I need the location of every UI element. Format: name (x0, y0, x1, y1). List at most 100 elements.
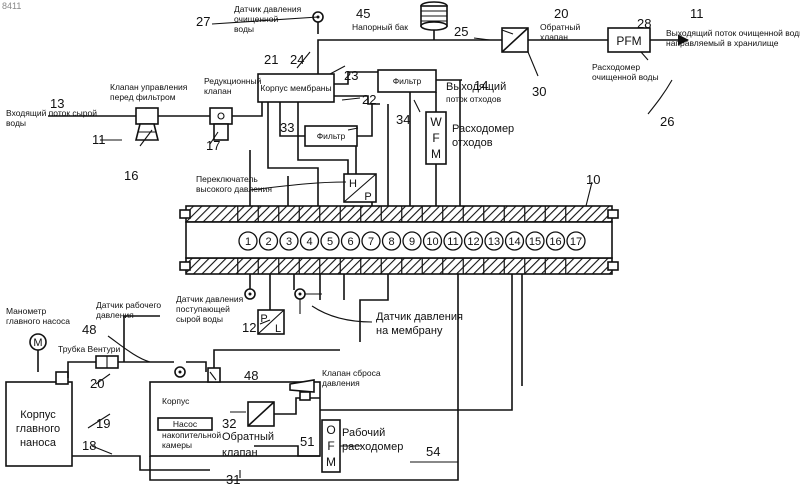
svg-text:23: 23 (344, 68, 358, 83)
svg-text:M: M (431, 147, 441, 161)
work-sensor-label-2: давления (96, 310, 134, 320)
chamber-pump-label: Насос (173, 419, 198, 429)
svg-text:W: W (430, 115, 442, 129)
check-valve-label-2: хлапан (540, 32, 568, 42)
venturi-tube-icon (96, 356, 118, 368)
raw-sensor-label-3: сырой воды (176, 314, 223, 324)
check-valve-bottom-label-1: Обратный (222, 431, 274, 443)
membrane-sensor-leader (312, 306, 372, 322)
chamber-label-3: камеры (162, 440, 192, 450)
filter-top-label: Фильтр (393, 76, 422, 86)
svg-text:30: 30 (532, 84, 546, 99)
pump-manometer-label-1: Манометр (6, 306, 47, 316)
svg-text:F: F (432, 131, 439, 145)
pump-housing-label-3: наноса (20, 437, 57, 449)
svg-text:10: 10 (586, 172, 600, 187)
in-raw-label-2: воды (6, 118, 26, 128)
pressure-tank (421, 2, 447, 30)
svg-text:54: 54 (426, 444, 440, 459)
check-valve-label-1: Обратный (540, 22, 580, 32)
svg-text:45: 45 (356, 6, 370, 21)
manifold-port-label-8: 8 (388, 236, 394, 248)
chamber-label-2: накопительной (162, 430, 221, 440)
pump-outlet-icon (56, 372, 68, 384)
work-sensor-pipe (124, 316, 160, 362)
chamber-inlet-icon (208, 368, 220, 382)
svg-text:12: 12 (242, 320, 256, 335)
svg-text:51: 51 (300, 434, 314, 449)
manifold-port-label-1: 1 (245, 236, 251, 248)
corner-id: 8411 (2, 1, 21, 11)
svg-text:32: 32 (222, 416, 236, 431)
svg-text:20: 20 (90, 376, 104, 391)
svg-text:H: H (349, 178, 357, 190)
svg-text:20: 20 (554, 6, 568, 21)
svg-text:F: F (327, 439, 334, 453)
pfm-label-1: Расходомер (592, 62, 640, 72)
manifold-port-label-9: 9 (409, 236, 415, 248)
svg-text:O: O (326, 423, 335, 437)
manifold-port-label-13: 13 (488, 236, 500, 248)
manifold-port-label-4: 4 (306, 236, 312, 248)
pfm-symbol: PFM (616, 34, 641, 48)
manifold-port-label-6: 6 (347, 236, 353, 248)
manifold-port-label-3: 3 (286, 236, 292, 248)
svg-text:34: 34 (396, 112, 410, 127)
filter-left-out (357, 104, 372, 136)
manifold-port-label-16: 16 (549, 236, 561, 248)
svg-text:11: 11 (92, 132, 106, 147)
manifold-port-label-7: 7 (368, 236, 374, 248)
venturi-label: Трубка Вентури (58, 344, 121, 354)
tank-label: Напорный бак (352, 22, 408, 32)
check-valve-bottom-label-2: клапан (222, 447, 258, 459)
chamber-top-pipe (214, 350, 340, 368)
reducer-label-2: клапан (204, 86, 232, 96)
check-valve-bottom (248, 402, 274, 426)
svg-text:21: 21 (264, 52, 278, 67)
svg-text:18: 18 (82, 438, 96, 453)
svg-text:33: 33 (280, 120, 294, 135)
raw-sensor-label-2: поступающей (176, 304, 230, 314)
filter-left-label: Фильтр (317, 131, 346, 141)
svg-text:M: M (326, 455, 336, 469)
clean-sensor-label-1: Датчик давления (234, 4, 302, 14)
membrane-sensor-label-1: Датчик давления (376, 311, 463, 323)
out-clean-label-1: Выходящий поток очищенной воды, (666, 28, 800, 38)
svg-text:26: 26 (660, 114, 674, 129)
svg-text:48: 48 (82, 322, 96, 337)
manifold-port-label-2: 2 (265, 236, 271, 248)
manifold-port-label-17: 17 (570, 236, 582, 248)
reducer-label-1: Редукционный (204, 76, 262, 86)
prefilter-label-2: перед фильтром (110, 92, 176, 102)
relief-valve-label-1: Клапан сброса (322, 368, 381, 378)
manifold-port-label-12: 12 (467, 236, 479, 248)
chamber-label-1: Корпус (162, 396, 190, 406)
relief-valve-label-2: давления (322, 378, 360, 388)
svg-text:48: 48 (244, 368, 258, 383)
manifold-port-label-15: 15 (529, 236, 541, 248)
manifold-port-label-10: 10 (426, 236, 438, 248)
svg-text:17: 17 (206, 138, 220, 153)
reducer-valve-icon (210, 108, 232, 140)
waste-out-label-1: Выходящий (446, 81, 506, 93)
out-clean-label-2: направляемый в хранилище (666, 38, 779, 48)
prefilter-label-1: Клапан управления (110, 82, 188, 92)
prefilter-valve-icon (136, 108, 158, 140)
svg-text:19: 19 (96, 416, 110, 431)
svg-text:22: 22 (362, 92, 376, 107)
manifold-port-label-5: 5 (327, 236, 333, 248)
raw-line-to-membrane (232, 102, 262, 116)
svg-text:16: 16 (124, 168, 138, 183)
pump-bottom-pipe (72, 456, 210, 470)
manifold-port-label-14: 14 (508, 236, 520, 248)
svg-text:M: M (33, 337, 42, 349)
work-meter-label-1: Рабочий (342, 427, 385, 439)
pump-housing-label-1: Корпус (20, 409, 56, 421)
svg-text:P: P (364, 191, 371, 203)
work-meter-label-2: расходомер (342, 441, 403, 453)
in-raw-label-1: Входящий поток сырой (6, 108, 97, 118)
svg-text:L: L (275, 323, 281, 335)
hp-switch-label-1: Переключатель (196, 174, 258, 184)
svg-text:31: 31 (226, 472, 240, 487)
